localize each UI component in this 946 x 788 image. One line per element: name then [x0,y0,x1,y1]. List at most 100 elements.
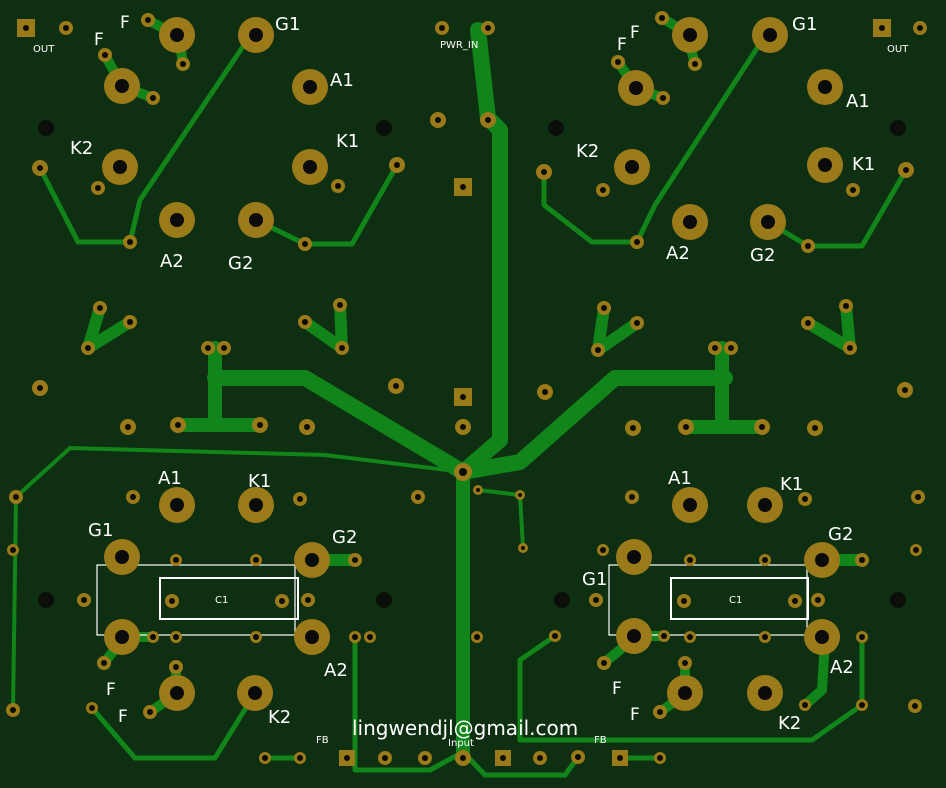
br-fb-trace [517,633,865,743]
pad-hole [630,425,636,431]
pad-hole [95,185,101,191]
pad-hole [500,755,506,761]
pad-hole [253,557,259,563]
br-a2-label: A2 [830,657,854,678]
c1-left-label: C1 [215,595,228,606]
pad-hole [130,494,136,500]
pad-hole [127,239,133,245]
pad-hole [23,25,29,31]
pad-hole [847,345,853,351]
pad-hole [476,488,480,492]
pad-hole [629,494,635,500]
pad-hole [634,239,640,245]
pad-hole [352,557,358,563]
pad-hole [541,169,547,175]
pad-hole [728,345,734,351]
pad-hole [683,424,689,430]
bl-c1-outline [159,577,299,620]
heater-v-1 [82,302,136,354]
pad-hole [97,305,103,311]
tl-g2-trace [253,162,400,247]
fb-left-label: FB [316,735,329,746]
pad-hole [279,598,285,604]
pad-hole [818,158,832,172]
bl-g1-label: G1 [88,520,113,541]
bl-g2-label: G2 [332,527,357,548]
pad-hole [249,498,263,512]
pad-hole [902,387,908,393]
pad-hole [537,755,543,761]
pad-hole [305,597,311,603]
pad-hole [593,597,599,603]
pad-hole [415,494,421,500]
tr-g2-label: G2 [750,245,775,266]
mount-hole [890,592,906,608]
tr-k2-label: K2 [576,141,599,162]
pad-hole [85,345,91,351]
pad-hole [542,389,548,395]
mount-hole [890,120,906,136]
bl-fb-trace [352,634,466,773]
pad-hole [127,319,133,325]
pad-hole [382,755,388,761]
pad-hole [762,634,768,640]
mount-hole [376,120,392,136]
pad-hole [249,28,263,42]
pad-hole [759,424,765,430]
pad-hole [175,422,181,428]
mount-hole [38,120,54,136]
pad-hole [305,630,319,644]
pad-hole [634,320,640,326]
pad-hole [802,702,808,708]
pad-hole [879,25,885,31]
c1-right-label: C1 [729,595,742,606]
left-bus-trace [207,370,471,480]
pad-hole [805,320,811,326]
pad-hole [150,95,156,101]
pad-hole [257,422,263,428]
pad-hole [683,28,697,42]
pad-hole [115,79,129,93]
pad-hole [460,755,466,761]
tr-a1-label: A1 [846,91,870,112]
pad-hole [173,634,179,640]
br-a2-trace [800,635,830,710]
traces [11,13,909,778]
pad-hole [63,25,69,31]
pad-hole [625,160,639,174]
tl-f2-label: F [94,30,104,50]
pad-hole [125,424,131,430]
pad-hole [367,634,373,640]
pad-hole [393,383,399,389]
pad-hole [629,81,643,95]
tl-g2-label: G2 [228,253,253,274]
pad-hole [660,95,666,101]
pad-hole [205,345,211,351]
pad-hole [600,547,606,553]
silkscreen [96,564,809,636]
pad-hole [600,187,606,193]
bl-k2-label: K2 [268,707,291,728]
left-ground-trace [11,446,465,712]
tl-a1-label: A1 [330,70,354,91]
pad-hole [352,634,358,640]
pad-hole [169,598,175,604]
pad-hole [802,496,808,502]
pad-hole [337,302,343,308]
br-f2-label: F [630,705,640,725]
pad-hole [913,547,919,553]
fb-right-label: FB [594,735,607,746]
bl-f1-label: F [106,680,116,700]
br-c1-outline [670,577,809,620]
pad-hole [113,160,127,174]
pad-hole [859,634,865,640]
pad-hole [758,686,772,700]
pad-hole [89,705,95,711]
tr-g2-trace [765,167,909,249]
pad-hole [659,15,665,21]
pad-hole [627,550,641,564]
pads [6,11,927,766]
pad-hole [915,494,921,500]
